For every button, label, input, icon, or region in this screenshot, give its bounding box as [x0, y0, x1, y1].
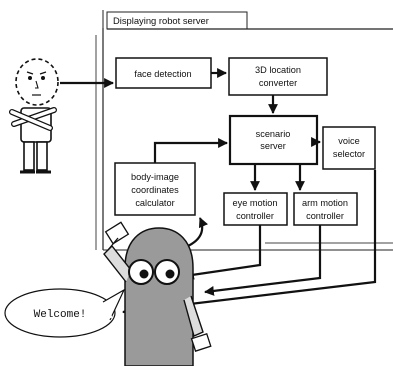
voice-selector-box: voice selector	[322, 126, 376, 170]
svg-text:body-image: body-image	[131, 172, 179, 182]
svg-text:controller: controller	[236, 211, 274, 221]
server-frame	[95, 10, 393, 251]
server-title: Displaying robot server	[113, 15, 209, 26]
svg-text:scenario: scenario	[256, 129, 291, 139]
svg-text:calculator: calculator	[135, 198, 174, 208]
face-detection-box: face detection	[115, 57, 212, 89]
svg-text:controller: controller	[306, 211, 344, 221]
svg-text:server: server	[260, 141, 286, 151]
svg-text:eye motion: eye motion	[233, 198, 278, 208]
svg-text:arm motion: arm motion	[302, 198, 348, 208]
3d-location-converter-box: 3D location converter	[228, 57, 328, 96]
svg-text:face detection: face detection	[134, 69, 191, 79]
arm-motion-controller-box: arm motion controller	[293, 192, 358, 226]
svg-text:3D location: 3D location	[255, 65, 301, 75]
eye-motion-controller-box: eye motion controller	[223, 192, 288, 226]
arrow-bodyimage-to-scenario	[153, 138, 228, 163]
svg-text:voice: voice	[338, 136, 359, 146]
svg-text:converter: converter	[259, 78, 297, 88]
svg-text:coordinates: coordinates	[131, 185, 179, 195]
speech-text: Welcome!	[34, 309, 87, 321]
robot-icon	[103, 221, 212, 366]
arrow-voice-to-speech	[122, 170, 377, 316]
body-image-calculator-box: body-image coordinates calculator	[114, 162, 196, 216]
arrow-eye-to-robot	[184, 225, 262, 280]
svg-text:selector: selector	[333, 149, 365, 159]
person-icon	[9, 58, 59, 174]
speech-bubble	[4, 288, 126, 338]
scenario-server-box: scenario server	[228, 114, 319, 166]
arrow-arm-to-robot	[204, 225, 322, 296]
